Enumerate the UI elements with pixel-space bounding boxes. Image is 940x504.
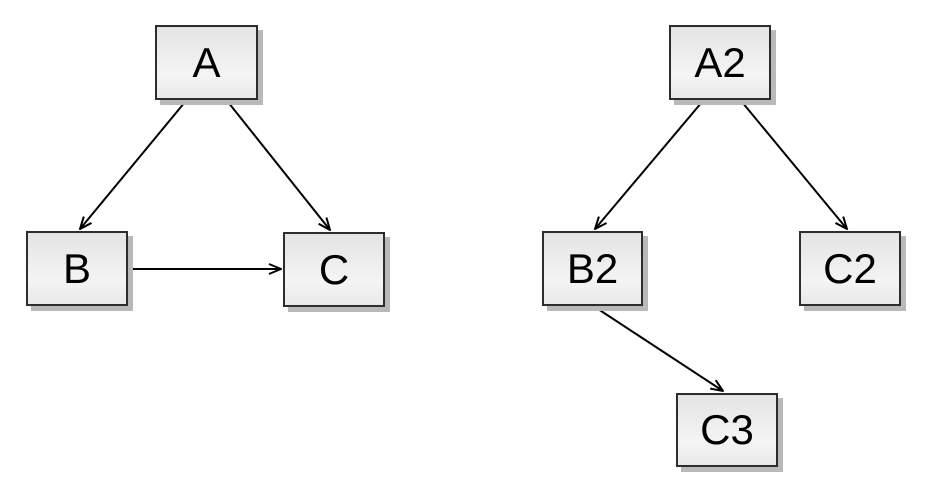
node-C3[interactable]: C3 xyxy=(676,393,778,467)
node-label: B xyxy=(62,244,91,292)
node-label: A xyxy=(192,38,221,86)
node-label: B2 xyxy=(566,244,619,292)
node-A2[interactable]: A2 xyxy=(669,25,771,100)
node-A[interactable]: A xyxy=(155,25,258,100)
node-B[interactable]: B xyxy=(26,231,128,306)
node-label: C3 xyxy=(700,406,754,453)
node-C[interactable]: C xyxy=(283,232,385,307)
node-label: C xyxy=(318,245,350,293)
node-label: C2 xyxy=(823,244,877,292)
node-label: A2 xyxy=(694,38,746,86)
node-B2[interactable]: B2 xyxy=(542,231,643,306)
node-C2[interactable]: C2 xyxy=(799,231,901,306)
